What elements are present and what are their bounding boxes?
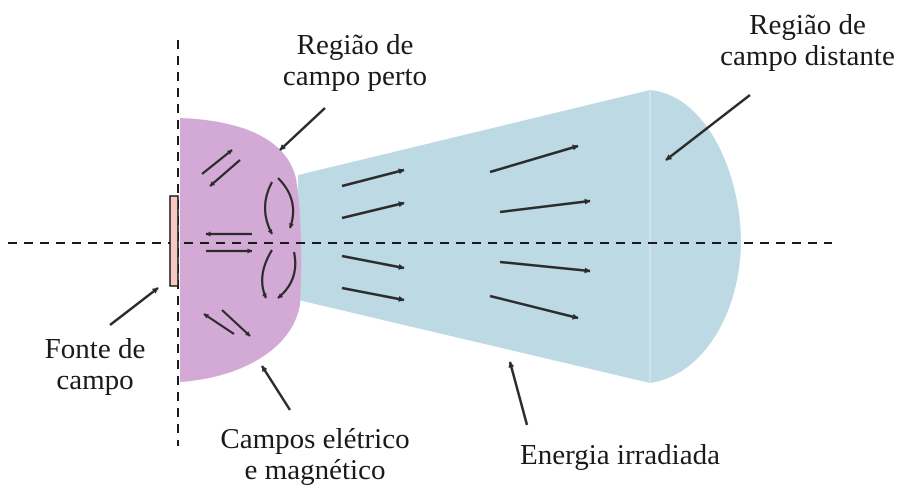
label-pointers bbox=[109, 94, 751, 426]
source-pointer bbox=[109, 287, 159, 326]
energy-arrow bbox=[341, 168, 405, 188]
energy-arrow bbox=[489, 294, 579, 320]
label-line: Região de bbox=[296, 29, 414, 61]
label-line: Fonte de bbox=[44, 333, 146, 365]
near-field-arrows bbox=[201, 149, 297, 337]
label-line: Energia irradiada bbox=[520, 439, 720, 471]
energy-arrow bbox=[489, 144, 579, 174]
energy-arrow bbox=[499, 260, 591, 274]
label-line: campo distante bbox=[720, 40, 895, 72]
far-field-region bbox=[298, 90, 741, 383]
energy-arrow bbox=[341, 254, 405, 270]
far-field-pointer bbox=[665, 94, 751, 161]
field-curve-arrow bbox=[261, 249, 273, 299]
fields-label: Campos elétrico e magnético bbox=[195, 424, 435, 486]
label-line: campo perto bbox=[282, 60, 428, 92]
field-arrow bbox=[203, 313, 235, 335]
field-source-element bbox=[169, 195, 179, 287]
energy-arrow bbox=[499, 198, 591, 214]
energy-arrow bbox=[341, 201, 405, 220]
label-line: Região de bbox=[749, 9, 866, 41]
field-arrow bbox=[221, 309, 251, 337]
field-curve-arrow bbox=[277, 177, 295, 229]
near-field-pointer bbox=[279, 107, 326, 151]
fields-pointer bbox=[260, 365, 292, 411]
field-arrow bbox=[201, 149, 233, 175]
label-line: campo bbox=[56, 364, 134, 396]
field-source-label: Fonte de campo bbox=[20, 334, 170, 396]
radiated-energy-arrows bbox=[341, 144, 591, 320]
label-line: Campos elétrico bbox=[220, 423, 410, 455]
energy-pointer bbox=[508, 361, 529, 426]
energy-arrow bbox=[341, 286, 405, 302]
near-field-region-label: Região de campo perto bbox=[255, 30, 455, 92]
field-curve-arrow bbox=[263, 181, 273, 235]
field-curve-arrow bbox=[277, 251, 297, 299]
field-arrow bbox=[209, 159, 241, 187]
far-field-region-label: Região de campo distante bbox=[700, 10, 915, 72]
radiated-energy-label: Energia irradiada bbox=[480, 440, 760, 471]
label-line: e magnético bbox=[244, 454, 386, 486]
